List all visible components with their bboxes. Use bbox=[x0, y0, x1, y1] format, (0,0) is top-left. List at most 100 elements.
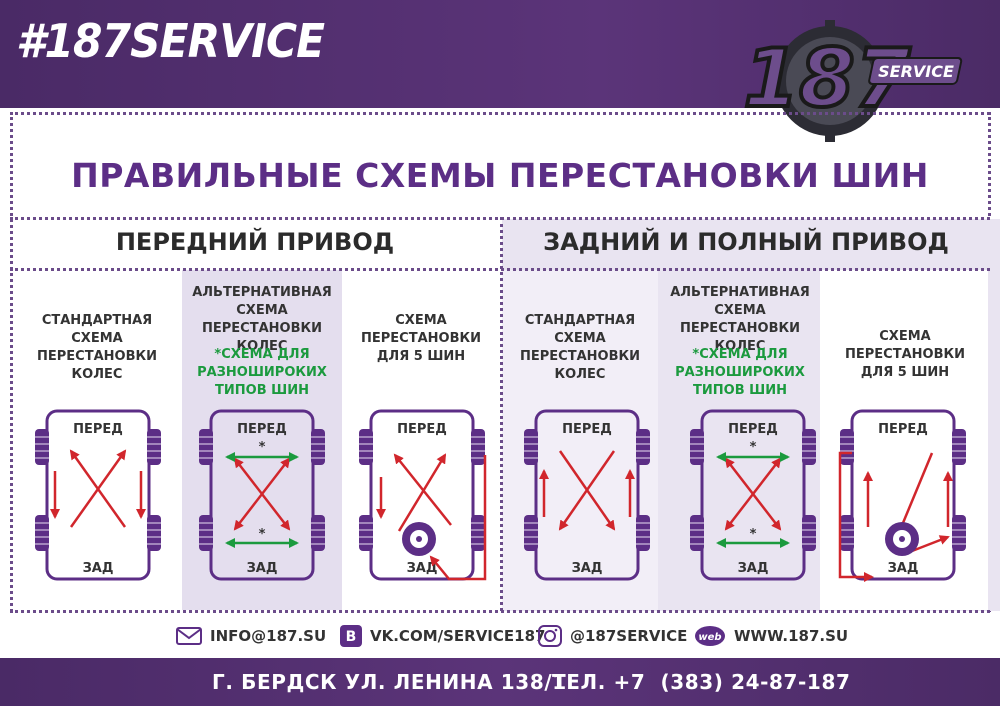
note-line: *СХЕМА ДЛЯ bbox=[214, 347, 310, 362]
wheel-body bbox=[35, 515, 49, 551]
rotation-arrow bbox=[896, 452, 934, 537]
wheel-icon bbox=[311, 515, 325, 551]
wheel-body bbox=[840, 429, 854, 465]
caption-line: КОЛЕС bbox=[71, 367, 123, 382]
wheel-body bbox=[840, 515, 854, 551]
star-mark: * bbox=[750, 440, 757, 455]
instagram-text: @187SERVICE bbox=[570, 627, 688, 645]
page-title: ПРАВИЛЬНЫЕ СХЕМЫ ПЕРЕСТАНОВКИ ШИН bbox=[71, 156, 929, 195]
wheel-body bbox=[311, 515, 325, 551]
contact-website[interactable]: web WWW.187.SU bbox=[694, 624, 848, 648]
wheel-icon bbox=[952, 515, 966, 551]
fwd-five-caption: СХЕМА ПЕРЕСТАНОВКИ ДЛЯ 5 ШИН bbox=[342, 312, 500, 366]
label-rear: ЗАД bbox=[83, 561, 114, 576]
wheel-icon bbox=[636, 429, 650, 465]
wheel-icon bbox=[471, 515, 485, 551]
caption-line: АЛЬТЕРНАТИВНАЯ bbox=[670, 285, 810, 300]
wheel-body bbox=[199, 515, 213, 551]
car-chassis bbox=[209, 409, 315, 581]
note-line: ТИПОВ ШИН bbox=[215, 383, 309, 398]
wheel-body bbox=[359, 429, 373, 465]
wheel-icon bbox=[690, 515, 704, 551]
label-rear: ЗАД bbox=[888, 561, 919, 576]
wheel-body bbox=[524, 515, 538, 551]
label-rear: ЗАД bbox=[572, 561, 603, 576]
contact-instagram[interactable]: @187SERVICE bbox=[538, 624, 687, 648]
label-rear: ЗАД bbox=[738, 561, 769, 576]
note-line: *СХЕМА ДЛЯ bbox=[692, 347, 788, 362]
footer-band bbox=[0, 658, 1000, 706]
fwd-standard-caption: СТАНДАРТНАЯ СХЕМА ПЕРЕСТАНОВКИ КОЛЕС bbox=[14, 312, 180, 384]
rotation-arrow bbox=[69, 449, 127, 528]
caption-line: СХЕМА bbox=[395, 313, 447, 328]
wheel-icon bbox=[311, 429, 325, 465]
label-front: ПЕРЕД bbox=[562, 422, 612, 437]
car-chassis bbox=[45, 409, 151, 581]
caption-line: КОЛЕС bbox=[714, 339, 766, 354]
spare-wheel-icon bbox=[885, 522, 919, 556]
rwd-standard-caption: СТАНДАРТНАЯ СХЕМА ПЕРЕСТАНОВКИ КОЛЕС bbox=[502, 312, 658, 384]
contact-email[interactable]: INFO@187.SU bbox=[176, 624, 326, 648]
contact-vk[interactable]: B VK.COM/SERVICE187 bbox=[340, 624, 545, 648]
wheel-body bbox=[35, 429, 49, 465]
wheel-body bbox=[311, 429, 325, 465]
wheel-icon bbox=[35, 515, 49, 551]
wheel-icon bbox=[840, 515, 854, 551]
wheel-body bbox=[952, 429, 966, 465]
wheel-icon bbox=[199, 515, 213, 551]
wheel-icon bbox=[199, 429, 213, 465]
caption-line: СХЕМА ПЕРЕСТАНОВКИ bbox=[202, 303, 322, 336]
label-front: ПЕРЕД bbox=[397, 422, 447, 437]
rotation-arrow bbox=[911, 535, 950, 553]
logo-word: SERVICE bbox=[878, 62, 954, 81]
footer-address: Г. БЕРДСК УЛ. ЛЕНИНА 138/1 bbox=[212, 670, 567, 694]
wheel-icon bbox=[471, 429, 485, 465]
label-rear: ЗАД bbox=[407, 561, 438, 576]
rwd-alt-caption: АЛЬТЕРНАТИВНАЯ СХЕМА ПЕРЕСТАНОВКИ КОЛЕС bbox=[660, 284, 820, 356]
caption-line: КОЛЕС bbox=[236, 339, 288, 354]
wheel-body bbox=[147, 429, 161, 465]
car-chassis bbox=[534, 409, 640, 581]
wheel-body bbox=[199, 429, 213, 465]
star-mark: * bbox=[259, 527, 266, 542]
wheel-body bbox=[471, 429, 485, 465]
web-icon: web bbox=[695, 626, 725, 646]
wheel-body bbox=[636, 515, 650, 551]
diagram-rwd-standard: ПЕРЕД ЗАД bbox=[524, 409, 650, 581]
caption-line: ДЛЯ 5 ШИН bbox=[376, 349, 466, 364]
caption-line: СХЕМА ПЕРЕСТАНОВКИ bbox=[520, 331, 640, 364]
wheel-icon bbox=[636, 515, 650, 551]
rotation-arrow bbox=[429, 455, 487, 581]
spare-wheel-icon bbox=[402, 522, 436, 556]
note-line: РАЗНОШИРОКИХ bbox=[197, 365, 327, 380]
wheel-icon bbox=[359, 515, 373, 551]
rotation-arrow bbox=[558, 450, 616, 531]
label-rear: ЗАД bbox=[247, 561, 278, 576]
caption-line: СТАНДАРТНАЯ bbox=[41, 313, 153, 328]
caption-line: СХЕМА ПЕРЕСТАНОВКИ bbox=[37, 331, 157, 364]
caption-line: ДЛЯ 5 ШИН bbox=[860, 365, 950, 380]
caption-line: СХЕМА bbox=[879, 329, 931, 344]
note-line: ТИПОВ ШИН bbox=[693, 383, 787, 398]
wheel-icon bbox=[802, 429, 816, 465]
section-title-fwd: ПЕРЕДНИЙ ПРИВОД bbox=[115, 228, 395, 256]
website-text: WWW.187.SU bbox=[734, 627, 849, 645]
rotation-arrow bbox=[838, 451, 874, 582]
web-badge-text: web bbox=[698, 632, 721, 643]
car-chassis bbox=[369, 409, 475, 581]
vk-icon: B bbox=[340, 625, 362, 647]
wheel-icon bbox=[524, 429, 538, 465]
star-mark: * bbox=[750, 527, 757, 542]
label-front: ПЕРЕД bbox=[237, 422, 287, 437]
footer-phone[interactable]: ТЕЛ. +7 (383) 24-87-187 bbox=[552, 670, 851, 694]
contacts-row: INFO@187.SU B VK.COM/SERVICE187 @187SERV… bbox=[0, 624, 1000, 648]
wheel-body bbox=[359, 515, 373, 551]
frame-bottom-dots bbox=[10, 610, 990, 613]
wheel-icon bbox=[802, 515, 816, 551]
note-line: РАЗНОШИРОКИХ bbox=[675, 365, 805, 380]
rwd-alt-note: *СХЕМА ДЛЯ РАЗНОШИРОКИХ ТИПОВ ШИН bbox=[660, 346, 820, 400]
wheel-body bbox=[636, 429, 650, 465]
section-title-rwd: ЗАДНИЙ И ПОЛНЫЙ ПРИВОД bbox=[543, 228, 949, 256]
